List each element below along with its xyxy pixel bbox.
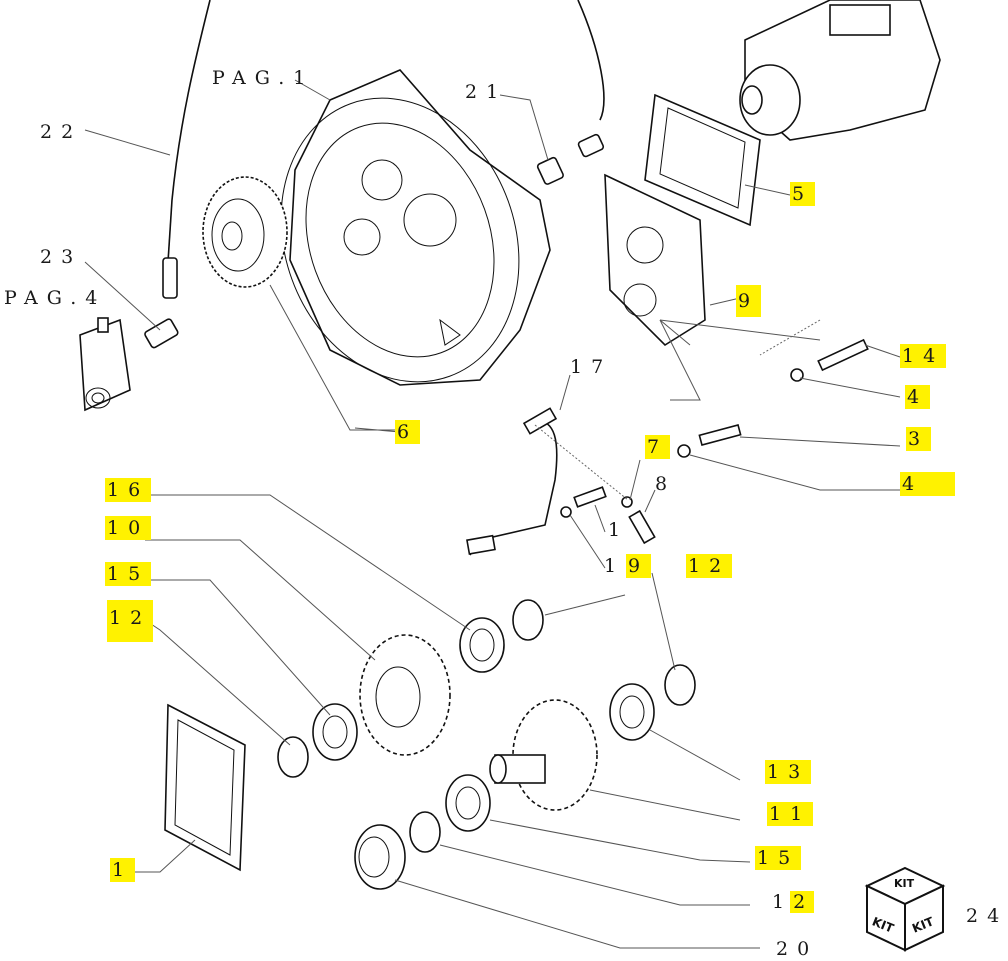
washer-4b — [677, 444, 691, 458]
label-1a: 1 — [608, 519, 630, 541]
hydraulic-motor — [739, 0, 941, 141]
label-6: 6 — [395, 420, 421, 444]
label-22: 22 — [40, 121, 83, 143]
label-14: 14 — [900, 344, 947, 368]
label-16: 16 — [105, 478, 152, 502]
label-1b: 1 — [604, 555, 626, 577]
label-24: 24 — [966, 905, 1008, 927]
label-12c: 12 — [772, 891, 815, 913]
seal-20 — [354, 824, 406, 890]
label-21: 21 — [465, 81, 508, 103]
washer-7 — [621, 496, 633, 508]
label-4a: 4 — [905, 385, 931, 409]
fitting-22 — [162, 257, 178, 299]
label-13: 13 — [765, 760, 812, 784]
label-11: 11 — [767, 802, 814, 826]
elbow-fitting-23 — [144, 318, 179, 349]
kit-top-text: KIT — [894, 877, 915, 890]
label-23: 23 — [40, 246, 83, 268]
label-4b: 4 — [900, 472, 956, 496]
bearing-15a — [312, 703, 358, 761]
washer-19 — [560, 506, 572, 518]
bolt-14 — [817, 338, 869, 372]
label-12c-num: 12 — [772, 890, 815, 914]
label-20: 20 — [776, 938, 819, 960]
washer-4a — [790, 368, 804, 382]
bearing-15b — [445, 774, 491, 832]
gear-6 — [202, 176, 288, 288]
shaft-gear-11 — [489, 699, 598, 811]
label-17: 17 — [570, 356, 613, 378]
snap-ring-12a — [277, 736, 309, 778]
label-9: 9 — [736, 285, 762, 317]
leader-lines — [84, 79, 901, 949]
label-10: 10 — [105, 516, 152, 540]
bolt-8 — [628, 509, 656, 545]
valve-block — [79, 317, 131, 412]
snap-ring-12b — [664, 664, 696, 706]
cover-plate-9 — [604, 173, 706, 347]
label-1c: 1 — [110, 858, 136, 882]
gear-10 — [359, 634, 451, 756]
gearbox-housing — [280, 69, 551, 386]
label-pag4: PAG.4 — [4, 287, 107, 309]
label-8: 8 — [655, 473, 677, 495]
snap-ring-upper — [512, 599, 544, 641]
label-12b: 12 — [107, 600, 154, 642]
label-7: 7 — [645, 435, 671, 459]
label-pag1: PAG.1 — [212, 67, 315, 89]
label-3: 3 — [906, 427, 932, 451]
hose-21 — [577, 0, 605, 121]
gasket-5 — [644, 93, 761, 227]
elbow-fitting-21 — [536, 133, 605, 185]
label-5: 5 — [790, 182, 816, 206]
kit-icon — [864, 866, 946, 952]
bolt-3 — [698, 424, 742, 446]
label-15a: 15 — [105, 562, 152, 586]
bearing-16 — [459, 617, 505, 673]
bolt-1 — [573, 486, 607, 508]
gasket-1 — [164, 703, 246, 872]
label-9b: 9 — [626, 554, 652, 578]
snap-ring-12c — [409, 811, 441, 853]
pipe-17 — [469, 419, 558, 556]
label-15b: 15 — [755, 846, 802, 870]
label-12a: 12 — [686, 554, 733, 578]
bearing-13 — [609, 683, 655, 741]
